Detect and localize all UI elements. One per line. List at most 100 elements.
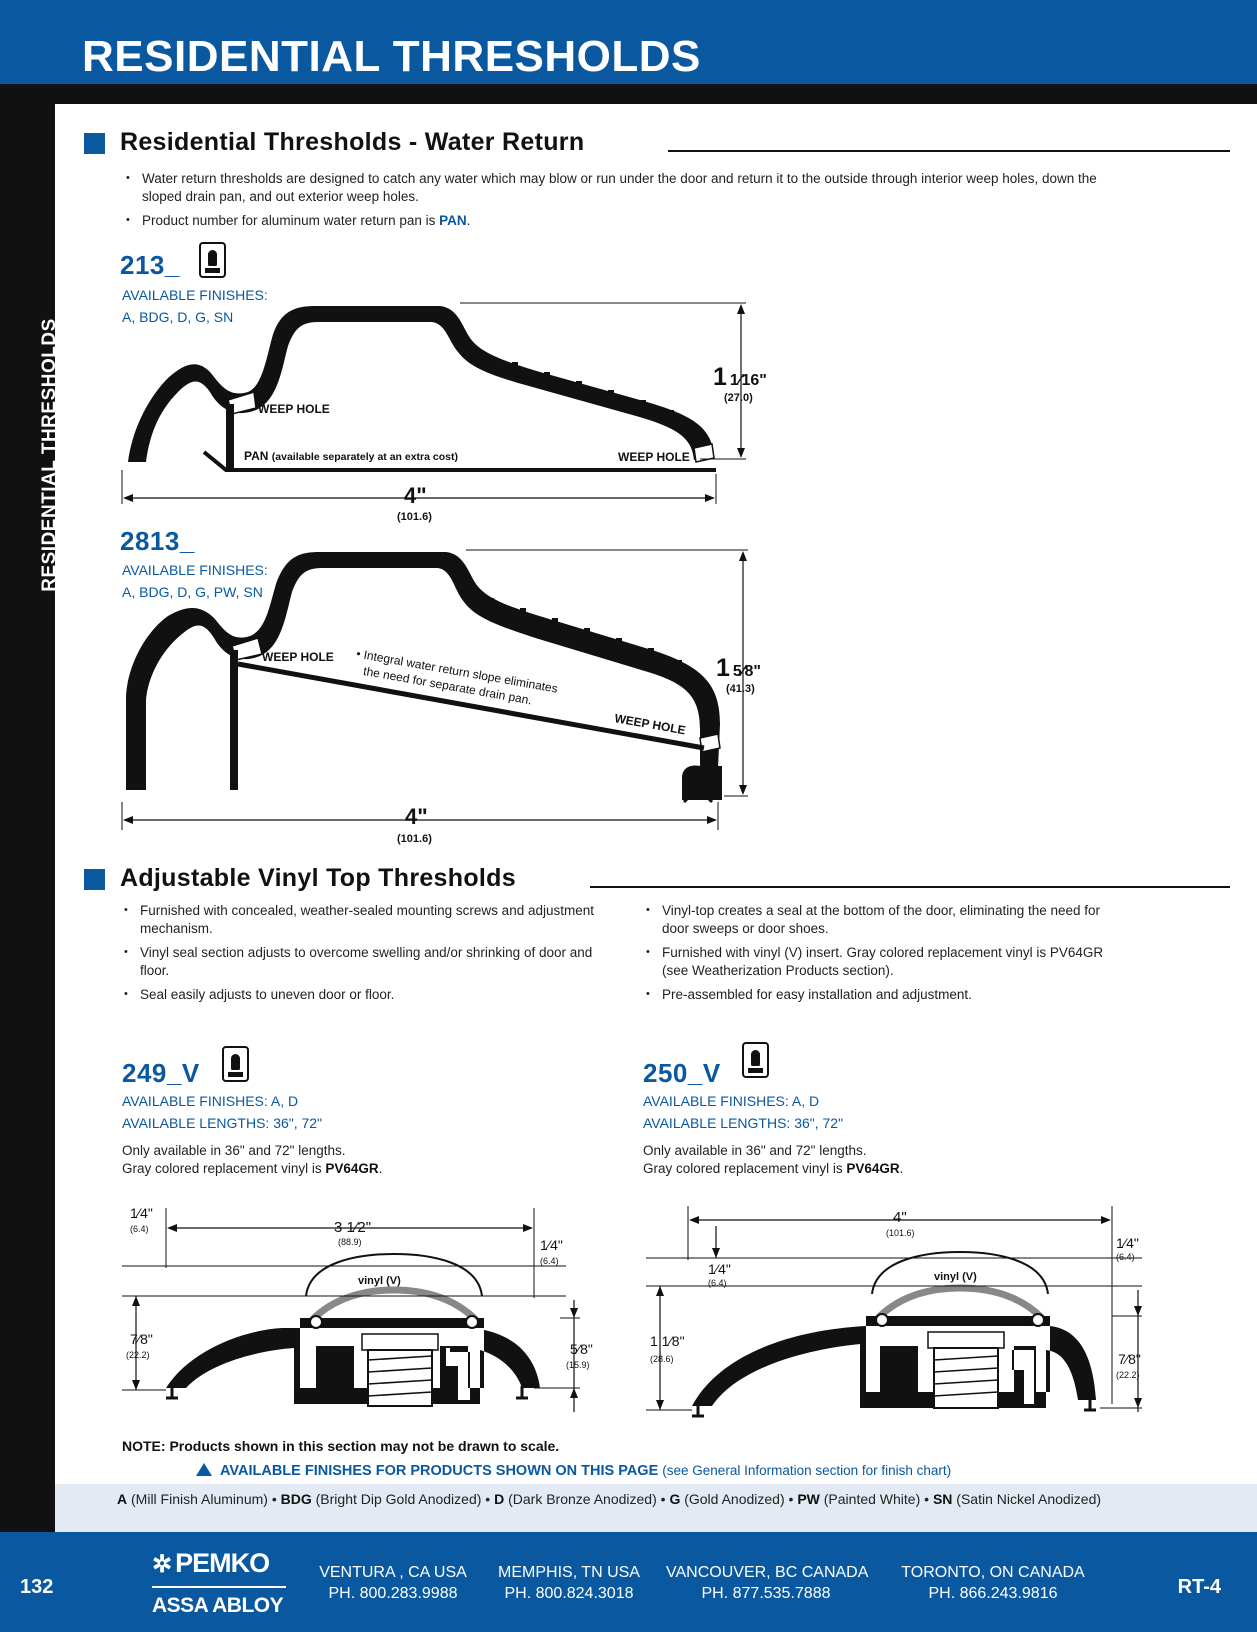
header-band: RESIDENTIAL THRESHOLDS xyxy=(0,0,1257,84)
interior-leg xyxy=(226,404,234,468)
water-return-bullets: Water return thresholds are designed to … xyxy=(122,170,1122,237)
width-250v: 4" xyxy=(893,1209,907,1226)
profile-250v xyxy=(692,1326,1096,1408)
vinyl-top-title: Adjustable Vinyl Top Thresholds xyxy=(120,864,516,892)
diagram-249v: vinyl (V) 3 1⁄2" (88.9) 1⁄4" (6.4) 7⁄8" … xyxy=(122,1205,593,1412)
height-2813-mm: (41.3) xyxy=(726,683,755,695)
left-h-250v: 1 1⁄8" xyxy=(650,1333,685,1349)
profile-249v xyxy=(166,1328,540,1404)
finishes-label: AVAILABLE FINISHES: xyxy=(122,287,268,303)
list-item: Product number for aluminum water return… xyxy=(122,212,1122,230)
right-h-249v: 5⁄8" xyxy=(570,1341,593,1357)
finishes-title: AVAILABLE FINISHES FOR PRODUCTS SHOWN ON… xyxy=(196,1463,951,1479)
triangle-icon xyxy=(196,1463,212,1476)
lengths-label: AVAILABLE LENGTHS: 36", 72" xyxy=(643,1115,844,1131)
page-title: RESIDENTIAL THRESHOLDS xyxy=(82,32,701,81)
list-item: Vinyl-top creates a seal at the bottom o… xyxy=(642,902,1122,937)
finishes-legend: A (Mill Finish Aluminum) • BDG (Bright D… xyxy=(117,1491,1102,1507)
list-item: Seal easily adjusts to uneven door or fl… xyxy=(120,986,610,1004)
top-left-249v-mm: (6.4) xyxy=(130,1224,149,1234)
list-item: Furnished with concealed, weather-sealed… xyxy=(120,902,610,937)
width-213: 4" xyxy=(404,483,427,508)
length-note: Only available in 36" and 72" lengths. xyxy=(643,1143,867,1158)
height-213-mm: (27.0) xyxy=(724,392,753,404)
vinyl-note: Gray colored replacement vinyl is PV64GR… xyxy=(643,1161,904,1176)
profile-213 xyxy=(128,306,714,462)
list-item: Vinyl seal section adjusts to overcome s… xyxy=(120,944,610,979)
section-square-icon xyxy=(84,869,105,890)
vinyl-note: Gray colored replacement vinyl is PV64GR… xyxy=(122,1161,383,1176)
diagram-2813: WEEP HOLE • Integral water return slope … xyxy=(121,549,761,845)
right-h-249v-mm: (15.9) xyxy=(566,1360,590,1370)
model-250v: 250_V xyxy=(643,1058,721,1088)
vinyl-bullets-right: Vinyl-top creates a seal at the bottom o… xyxy=(642,902,1122,1011)
scale-note: NOTE: Products shown in this section may… xyxy=(122,1438,560,1454)
width-2813-mm: (101.6) xyxy=(397,833,432,845)
width-250v-mm: (101.6) xyxy=(886,1228,915,1238)
heading-rule xyxy=(668,150,1230,152)
fire-rating-icon xyxy=(222,1046,249,1082)
header-rule xyxy=(0,84,1257,104)
weep-hole-right-label: WEEP HOLE xyxy=(618,450,690,464)
list-item: Pre-assembled for easy installation and … xyxy=(642,986,1122,1004)
right-h-250v: 7⁄8" xyxy=(1118,1351,1141,1367)
weep-hole-label: WEEP HOLE xyxy=(262,650,334,664)
inner-top-250v: 1⁄4" xyxy=(708,1261,731,1277)
width-2813: 4" xyxy=(405,804,428,829)
diagram-213: WEEP HOLE PAN (available separately at a… xyxy=(121,302,767,523)
section-code: RT-4 xyxy=(1177,1576,1221,1598)
right-h-250v-mm: (22.2) xyxy=(1116,1370,1140,1380)
pan-code: PAN xyxy=(439,213,467,228)
width-249v-mm: (88.9) xyxy=(338,1237,362,1247)
water-return-title: Residential Thresholds - Water Return xyxy=(120,128,585,156)
logo-rule xyxy=(152,1586,286,1588)
fire-rating-icon xyxy=(742,1042,769,1078)
right-top-250v-mm: (6.4) xyxy=(1116,1252,1135,1262)
interior-leg xyxy=(230,650,238,790)
drain-pan xyxy=(202,450,716,472)
left-h-249v-mm: (22.2) xyxy=(126,1350,150,1360)
right-top-249v-mm: (6.4) xyxy=(540,1256,559,1266)
finishes-label: AVAILABLE FINISHES: xyxy=(122,562,268,578)
outer-leg xyxy=(682,765,722,800)
section-square-icon xyxy=(84,133,105,154)
model-249v: 249_V xyxy=(122,1058,200,1088)
finishes-band xyxy=(55,1484,1257,1532)
list-item: Water return thresholds are designed to … xyxy=(122,170,1122,205)
model-2813: 2813_ xyxy=(120,526,195,556)
finishes-list: A, BDG, D, G, SN xyxy=(122,309,234,325)
width-249v: 3 1⁄2" xyxy=(334,1219,371,1236)
snowflake-icon: ✲ xyxy=(152,1551,172,1578)
right-top-249v: 1⁄4" xyxy=(540,1237,563,1253)
side-bar xyxy=(0,104,55,1532)
diagram-250v: vinyl (V) 4" (101.6) 1⁄4" (6.4) 1⁄4" (6.… xyxy=(646,1206,1142,1418)
width-213-mm: (101.6) xyxy=(397,511,432,523)
fire-rating-icon xyxy=(199,242,226,278)
finishes-list: A, BDG, D, G, PW, SN xyxy=(122,584,263,600)
vinyl-bullets-left: Furnished with concealed, weather-sealed… xyxy=(120,902,610,1011)
inner-top-250v-mm: (6.4) xyxy=(708,1278,727,1288)
profile-2813 xyxy=(126,552,720,790)
pemko-logo: ✲PEMKO xyxy=(152,1548,270,1578)
pan-label: PAN (available separately at an extra co… xyxy=(244,449,458,463)
model-213: 213_ xyxy=(120,250,180,280)
length-note: Only available in 36" and 72" lengths. xyxy=(122,1143,346,1158)
weep-hole-label: WEEP HOLE xyxy=(258,402,330,416)
left-h-249v: 7⁄8" xyxy=(130,1331,153,1347)
assa-abloy-logo: ASSA ABLOY xyxy=(152,1594,284,1617)
finishes-label: AVAILABLE FINISHES: A, D xyxy=(122,1093,299,1109)
vinyl-label: vinyl (V) xyxy=(358,1275,401,1287)
finishes-label: AVAILABLE FINISHES: A, D xyxy=(643,1093,820,1109)
page-number: 132 xyxy=(20,1576,54,1598)
heading-rule xyxy=(590,886,1230,888)
integral-slope xyxy=(237,661,705,751)
left-h-250v-mm: (28.6) xyxy=(650,1354,674,1364)
